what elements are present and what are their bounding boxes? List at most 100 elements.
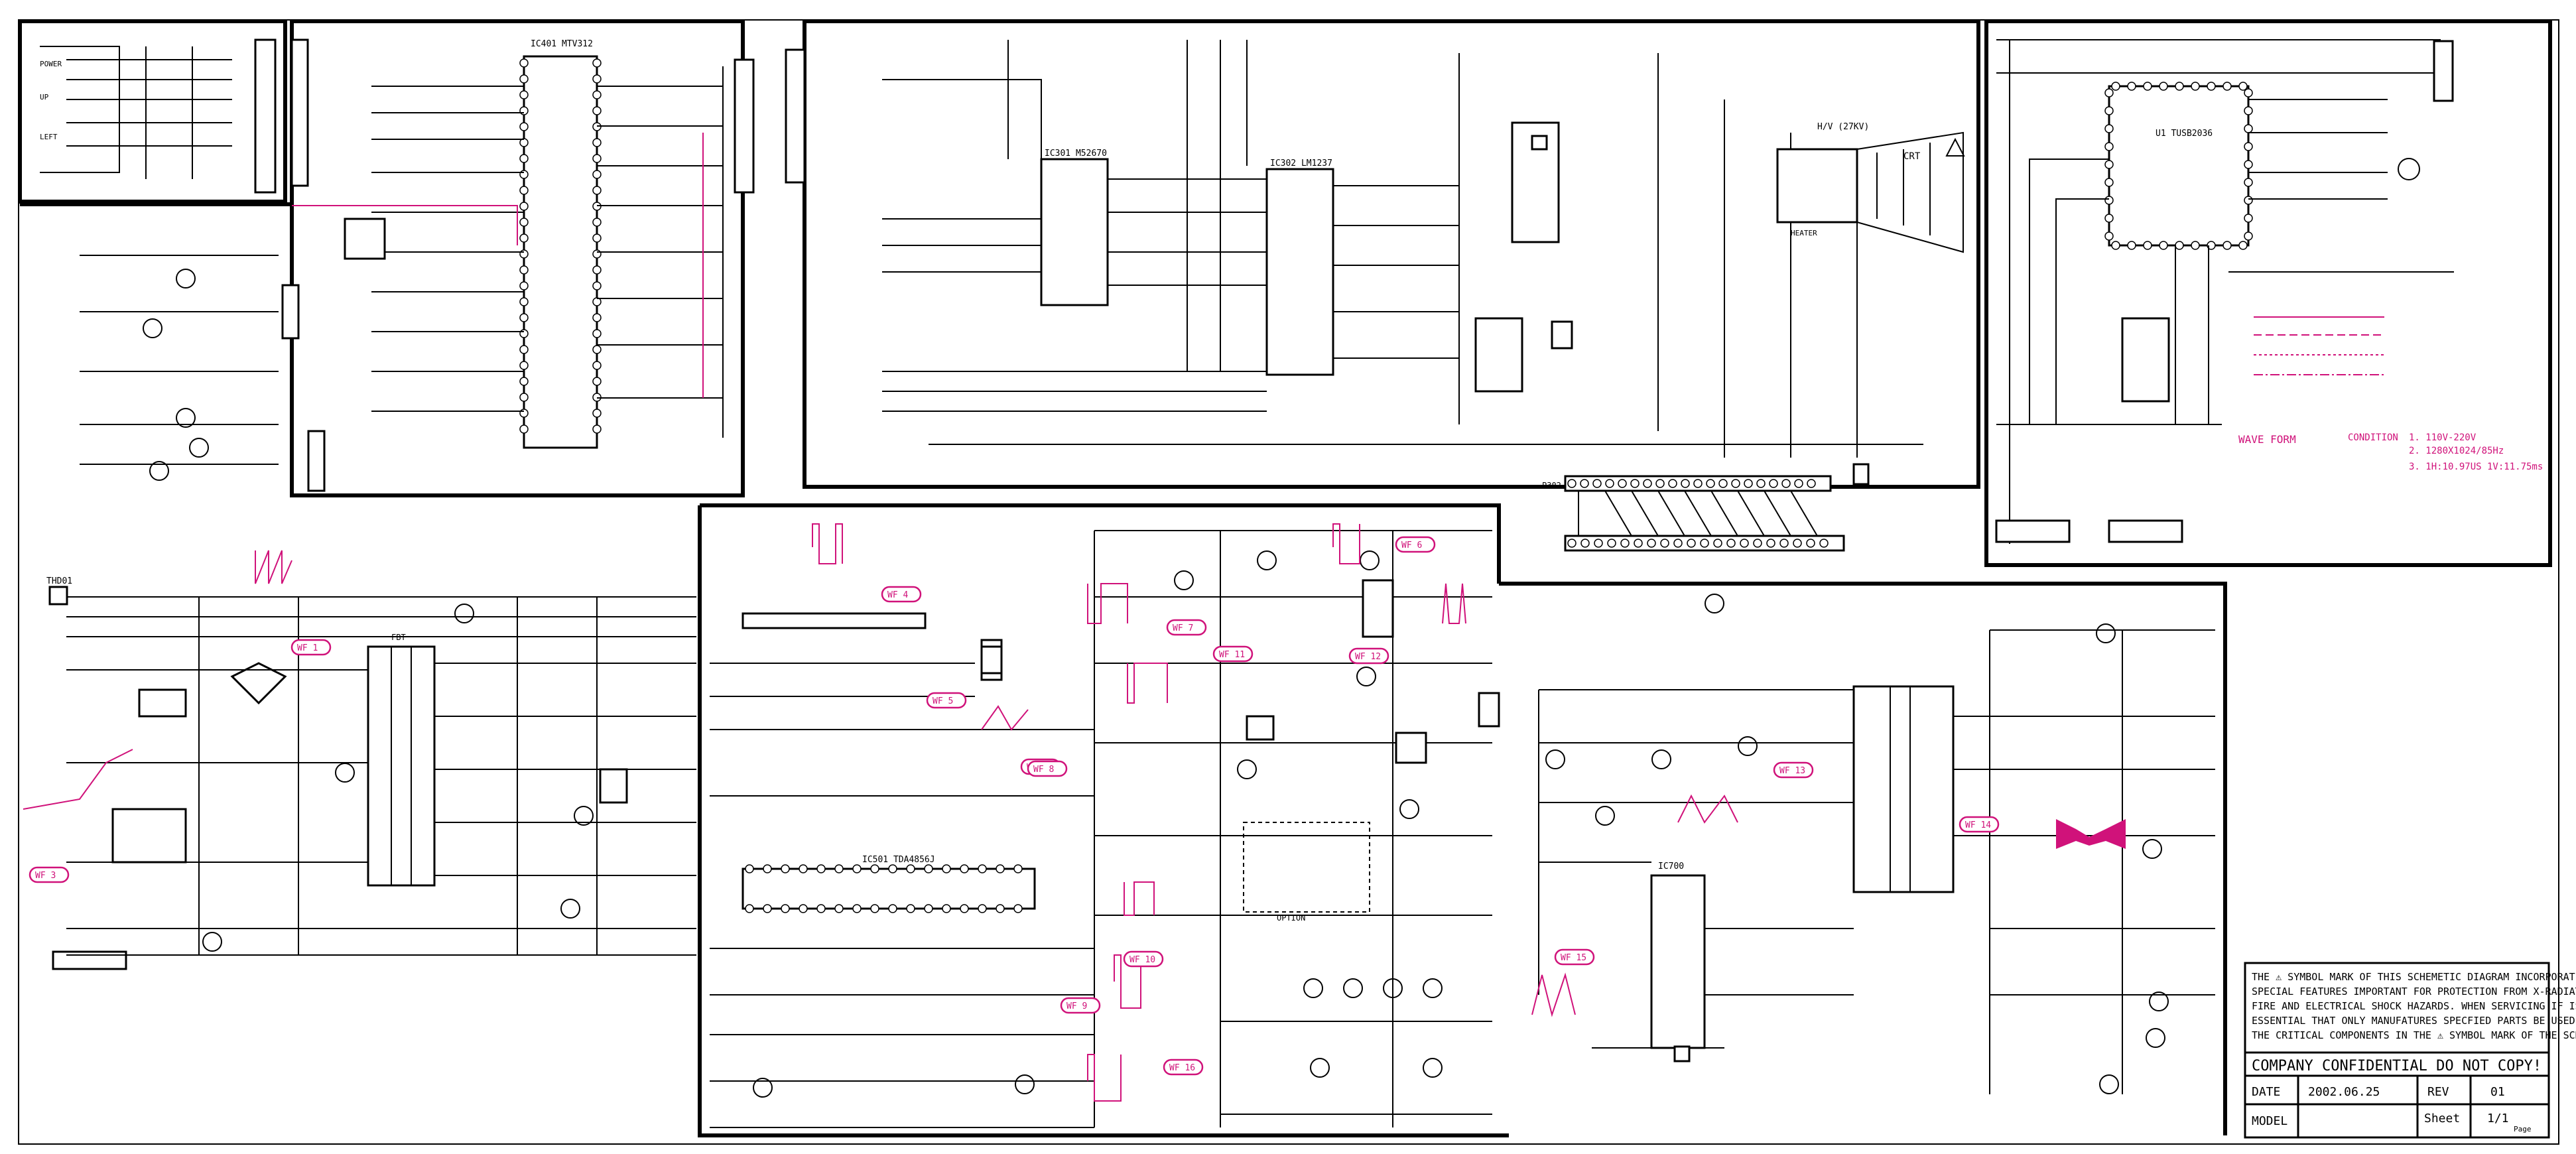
chip-pin [2111,82,2120,91]
chip-pin [799,864,808,873]
chip-pin [2143,82,2152,91]
ic700-label: IC700 [1658,862,1684,871]
chip-pin [834,904,844,913]
chip-pin [1693,479,1703,488]
chip-pin [2104,196,2114,205]
rev-label: REV [2427,1085,2449,1099]
chip-pin [1594,539,1603,548]
chip-pin [519,58,529,68]
chip-pin [519,329,529,338]
chip-pin [1806,539,1815,548]
chip-pin [1700,539,1709,548]
chip-pin [996,864,1005,873]
chip-pin [1013,904,1023,913]
chip-pin [834,864,844,873]
sheet-value: 1/1 [2487,1112,2509,1125]
chip-pin [519,377,529,386]
chip-pin [2104,160,2114,169]
date-value: 2002.06.25 [2308,1085,2380,1099]
condition-title: CONDITION [2348,432,2398,443]
chip-pin [1605,479,1614,488]
chip-pin [519,409,529,418]
chip-pin [519,90,529,99]
chip-pin [592,233,602,243]
chip-pin [592,329,602,338]
chip-ic700: IC700 [1650,862,1706,1049]
chip-pin [2222,82,2232,91]
condition-3: 3. 1H:10.97US 1V:11.75ms [2409,462,2543,472]
chip-ic501: IC501 TDA4856J [741,855,1036,913]
chip-pin [1713,539,1722,548]
warning-notice: THE ⚠ SYMBOL MARK OF THIS SCHEMETIC DIAG… [2244,962,2576,1054]
model-label: MODEL [2252,1114,2287,1128]
chip-pin [978,904,987,913]
chip-pin [2244,106,2253,115]
chip-pin [1655,479,1665,488]
sheet-label: Sheet [2424,1112,2460,1125]
option-area: OPTION [1243,822,1370,923]
chip-pin [781,864,790,873]
chip-pin [2104,88,2114,97]
fbt-transformer [1852,685,1955,893]
chip-pin [2159,82,2168,91]
chip-pin [924,864,933,873]
notice-line-3: FIRE AND ELECTRICAL SHOCK HAZARDS. WHEN … [2252,1000,2576,1012]
chip-pin [2244,160,2253,169]
chip-pin [1766,539,1775,548]
chip-pin [519,202,529,211]
chip-pin [1618,479,1627,488]
chip-pin [519,106,529,115]
chip-pin [2244,196,2253,205]
chip-pin [592,313,602,322]
chip-pin [592,58,602,68]
chip-pin [1753,539,1762,548]
chip-pin [2111,241,2120,250]
chip-pin [2104,124,2114,133]
waveform-traces [23,523,1738,1102]
chip-pin [2238,82,2248,91]
waveform-callout-box [1212,645,1254,663]
waveform-callout-box [29,866,70,883]
chip-pin [1731,479,1740,488]
chip-pin [2159,241,2168,250]
chip-pin [1706,479,1715,488]
notice-line-1: THE ⚠ SYMBOL MARK OF THIS SCHEMETIC DIAG… [2252,971,2576,983]
chip-pin [2238,241,2248,250]
chip-pin [519,154,529,163]
waveform-callout-label: WF 16 [1169,1063,1195,1073]
chip-pin [960,864,969,873]
chip-pin [1781,479,1791,488]
chip-u1: U1 TUSB2036 [2104,82,2253,250]
chip-pin [1567,539,1577,548]
chip-pin [763,904,772,913]
condition-2: 2. 1280X1024/85Hz [2409,446,2504,456]
chip-pin [592,281,602,290]
waveform-callout-label: WF 14 [1965,820,1991,830]
hv-label: H/V (27KV) [1817,122,1869,132]
chip-pin [2127,82,2136,91]
chip-pin [1620,539,1630,548]
chip-pin [888,864,897,873]
chip-pin [1681,479,1690,488]
chip-pin [592,345,602,354]
chip-pin [1647,539,1656,548]
chip-pin [2143,241,2152,250]
chip-ic302: IC302 LM1237 [1265,159,1334,376]
rev-value: 01 [2490,1085,2505,1099]
waveform-callout-label: WF 12 [1355,652,1381,662]
chip-pin [888,904,897,913]
chip-pin [2104,214,2114,223]
waveform-callout-box [290,639,332,656]
chip-pin [852,864,862,873]
chip-pin [592,377,602,386]
chip-pin [2244,178,2253,187]
chip-pin [996,904,1005,913]
chip-pin [781,904,790,913]
chip-pin [2175,241,2184,250]
chip-pin [1756,479,1766,488]
chip-pin [1793,539,1802,548]
chip-pin [592,106,602,115]
svg-text:UP: UP [40,93,49,101]
